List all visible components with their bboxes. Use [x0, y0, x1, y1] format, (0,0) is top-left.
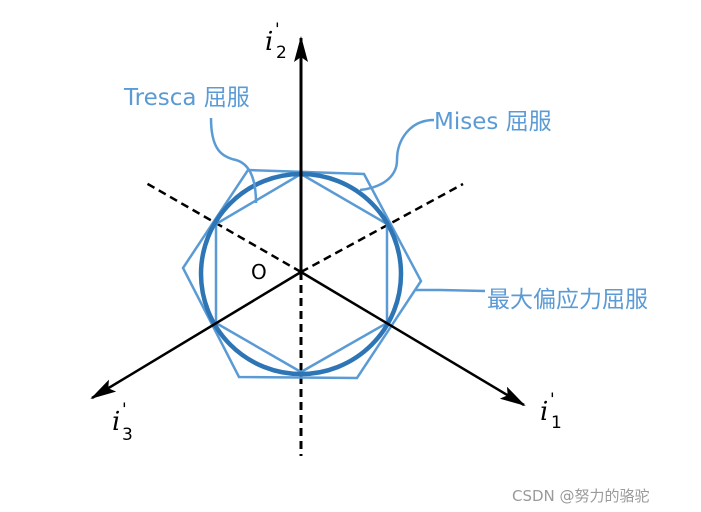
- axis-i3-sub: 3: [122, 425, 133, 445]
- max-deviatoric-hexagon: [181, 168, 423, 380]
- axis-i2-prime: ': [275, 20, 280, 40]
- max-deviatoric-label: 最大偏应力屈服: [487, 287, 648, 313]
- axis-i1-letter: i: [540, 397, 548, 427]
- axis-i3-prime: ': [122, 400, 127, 420]
- watermark: CSDN @努力的骆驼: [512, 487, 650, 505]
- axis-label-i2: i ' 2: [265, 20, 287, 63]
- axis-i1-sub: 1: [551, 413, 562, 433]
- dashed-axis-upper-right: [300, 182, 464, 274]
- dashed-axis-upper-left: [145, 181, 302, 274]
- axis-i1-prime: ': [550, 390, 555, 410]
- axis-i3: [90, 270, 302, 400]
- mises-leader: [359, 118, 435, 192]
- axis-i2-sub: 2: [276, 43, 287, 63]
- mises-label: Mises 屈服: [434, 109, 552, 135]
- axis-label-i1: i ' 1: [540, 390, 562, 433]
- origin-label: O: [251, 260, 267, 284]
- axis-i3-letter: i: [112, 407, 120, 437]
- axis-label-i3: i ' 3: [112, 400, 133, 445]
- tresca-leader: [209, 117, 258, 204]
- axis-i1: [300, 270, 526, 407]
- tresca-label: Tresca 屈服: [123, 85, 250, 111]
- axis-i2-letter: i: [265, 27, 273, 57]
- max-deviatoric-leader: [416, 288, 486, 293]
